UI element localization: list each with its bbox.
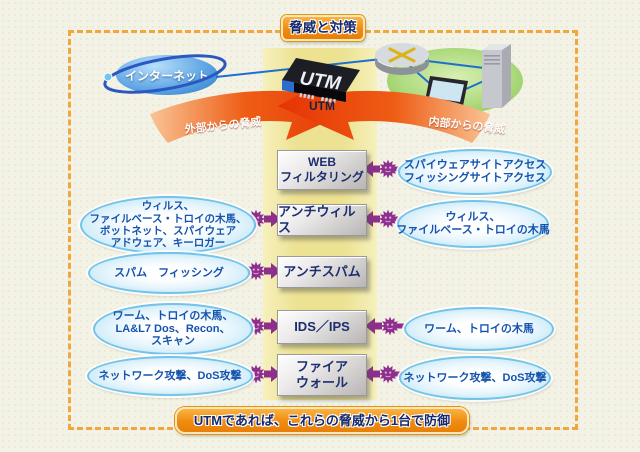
internet-orbit-ring: [103, 54, 227, 94]
internet-label: インターネット: [124, 68, 209, 83]
footer-badge: UTMであれば、これらの脅威から1台で防御: [175, 407, 469, 434]
threat-ellipse-antivirus-left: ウィルス、 ファイルベース・トロイの木馬、 ボットネット、スパイウェア アドウェ…: [80, 196, 256, 254]
feature-box-antispam: アンチスパム: [277, 256, 367, 288]
server-icon: [482, 44, 511, 108]
threat-ellipse-antispam-left: スパム フィッシング: [88, 252, 250, 294]
threat-connector-right-web: [363, 159, 402, 179]
router-icon: [375, 43, 429, 75]
threat-ellipse-web-right: スパイウェアサイトアクセス フィッシングサイトアクセス: [398, 149, 552, 195]
utm-appliance-icon: UTM: [282, 58, 360, 104]
threat-ellipse-firewall-left: ネットワーク攻撃、DoS攻撃: [87, 356, 253, 396]
utm-caption: UTM: [309, 99, 335, 113]
threat-ellipse-firewall-right: ネットワーク攻撃、DoS攻撃: [399, 356, 551, 400]
feature-box-firewall: ファイア ウォール: [277, 354, 367, 396]
feature-box-web-filtering: WEB フィルタリング: [277, 150, 367, 190]
feature-box-ids-ips: IDS／IPS: [277, 310, 367, 344]
title-badge: 脅威と対策: [281, 15, 365, 41]
threat-connector-right-ids: [365, 316, 404, 336]
threat-ellipse-ids-right: ワーム、トロイの木馬: [404, 307, 554, 351]
feature-box-antivirus: アンチウィルス: [277, 204, 367, 236]
threat-ellipse-antivirus-right: ウィルス、 ファイルベース・トロイの木馬: [396, 200, 550, 248]
threat-connector-right-firewall: [363, 364, 402, 384]
threat-ellipse-ids-left: ワーム、トロイの木馬、 LA&L7 Dos、Recon、 スキャン: [93, 303, 253, 355]
